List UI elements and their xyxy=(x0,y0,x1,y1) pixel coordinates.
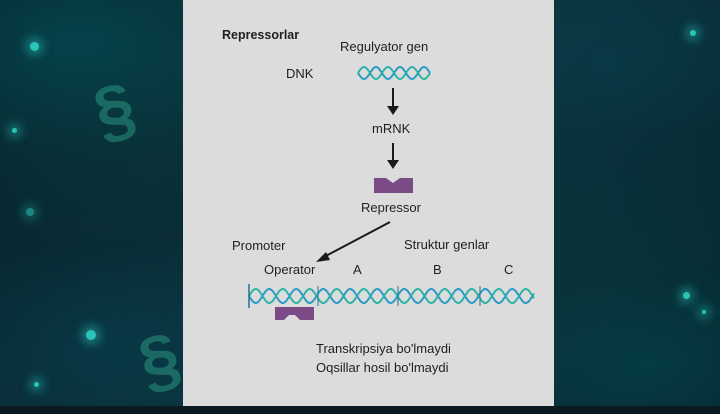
result-line-2: Oqsillar hosil bo'lmaydi xyxy=(316,360,449,375)
gene-c-label: C xyxy=(504,262,513,277)
operator-label: Operator xyxy=(264,262,315,277)
structural-genes-dna xyxy=(249,284,534,308)
promoter-label: Promoter xyxy=(232,238,285,253)
arrow-dnk-to-mrnk xyxy=(387,88,399,115)
repressor-protein xyxy=(374,178,413,193)
gene-b-label: B xyxy=(433,262,442,277)
arrow-mrnk-to-repressor xyxy=(387,143,399,169)
gene-a-label: A xyxy=(353,262,362,277)
diagram-title: Repressorlar xyxy=(222,28,299,42)
regulator-gene-label: Regulyator gen xyxy=(340,39,428,54)
arrow-repressor-to-operator xyxy=(316,222,390,262)
mrnk-label: mRNK xyxy=(372,121,410,136)
repressor-label: Repressor xyxy=(361,200,421,215)
result-line-1: Transkripsiya bo'lmaydi xyxy=(316,341,451,356)
struct-genes-label: Struktur genlar xyxy=(404,237,489,252)
dnk-label: DNK xyxy=(286,66,313,81)
regulator-gene-dna xyxy=(358,67,430,79)
repressor-bound-operator xyxy=(275,307,314,320)
